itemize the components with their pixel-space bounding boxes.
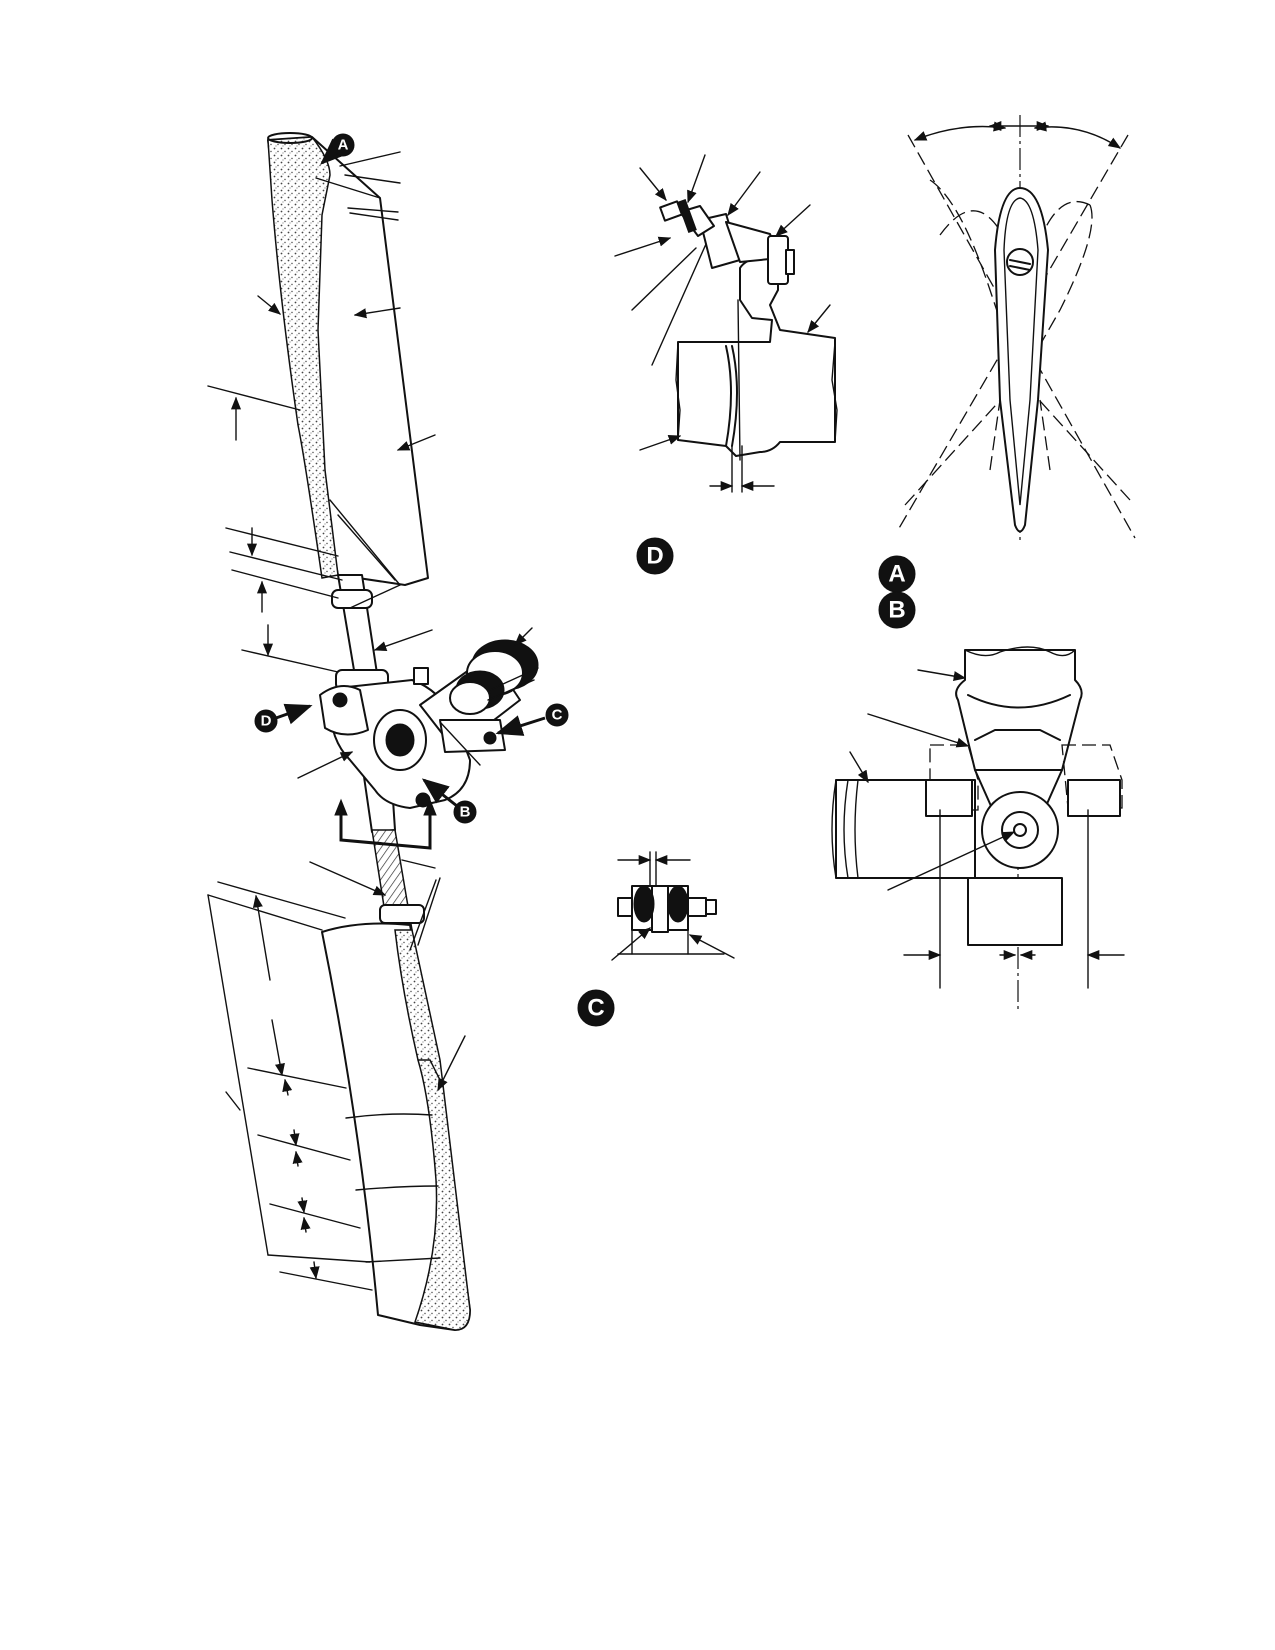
svg-text:B: B <box>460 804 471 821</box>
section-cut-marker <box>334 798 437 850</box>
svg-text:B: B <box>888 597 905 624</box>
callout-c-main[interactable]: C <box>495 703 569 736</box>
detail-c-label: C <box>577 989 615 1027</box>
svg-text:D: D <box>261 713 272 730</box>
callout-b-main[interactable]: B <box>421 778 477 824</box>
svg-text:A: A <box>338 137 349 154</box>
svg-text:C: C <box>552 707 563 724</box>
detail-c: C <box>577 851 735 1027</box>
main-leader-lines <box>207 151 539 1291</box>
detail-d-label: D <box>636 537 674 575</box>
detail-b-label: B <box>878 591 916 629</box>
lower-blade <box>321 922 471 1331</box>
upper-blade <box>267 132 429 586</box>
svg-text:A: A <box>888 561 905 588</box>
callout-a-main[interactable]: A <box>320 133 355 165</box>
detail-a-top-view: A B <box>878 115 1136 629</box>
counterweight-drum <box>449 639 539 715</box>
callout-d-main[interactable]: D <box>254 703 313 733</box>
detail-a-label: A <box>878 555 916 593</box>
main-blade-assembly: A D C B <box>207 132 569 1331</box>
detail-d: D <box>614 154 838 575</box>
detail-b-hub-view <box>831 646 1125 1012</box>
svg-text:D: D <box>646 543 663 570</box>
rotor-hub <box>319 639 539 809</box>
svg-text:C: C <box>587 995 604 1022</box>
